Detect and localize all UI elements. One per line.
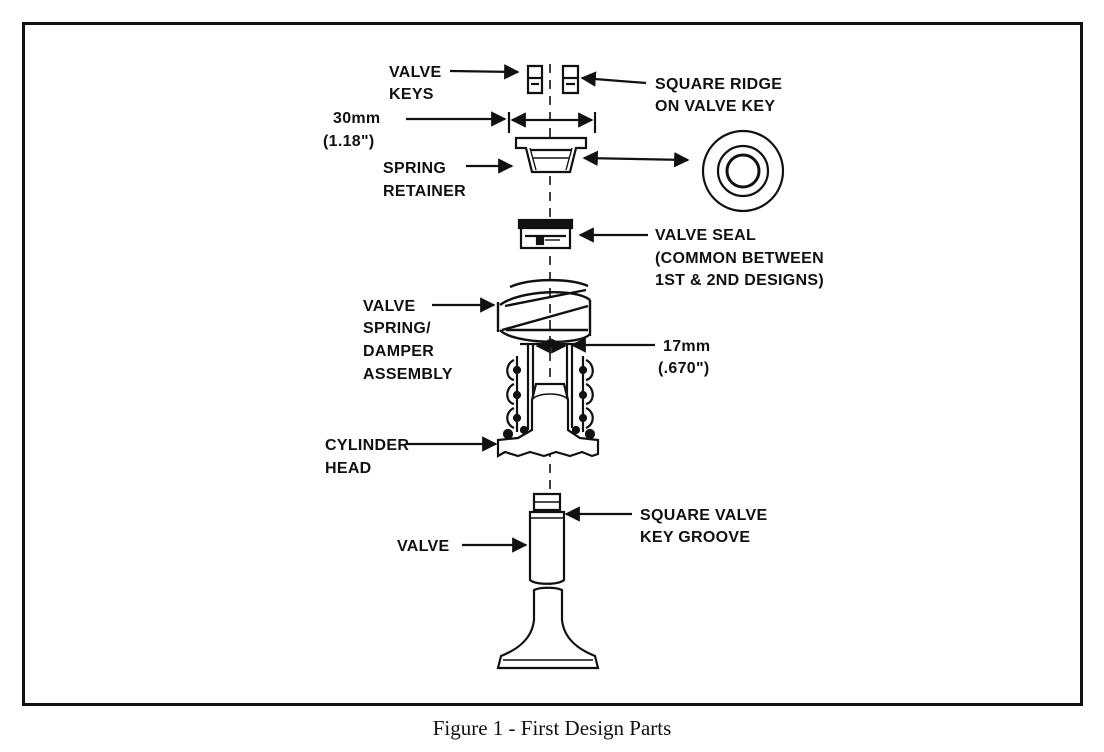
dim-30mm-label: 30mm bbox=[333, 110, 381, 127]
leader-valve-keys bbox=[449, 64, 520, 80]
valve-key-left-part bbox=[526, 64, 544, 95]
valve-seal-label-line3: 1ST & 2ND DESIGNS) bbox=[655, 272, 824, 289]
leader-retainer-topview bbox=[582, 150, 690, 168]
leader-square-ridge bbox=[580, 71, 647, 87]
valve-keys-label-line1: VALVE bbox=[389, 64, 442, 81]
valve-seal-part bbox=[517, 218, 574, 250]
square-groove-label-line1: SQUARE VALVE bbox=[640, 507, 768, 524]
valve-label: VALVE bbox=[397, 538, 450, 555]
cylinder-head-label-line2: HEAD bbox=[325, 460, 372, 477]
valve-spring-part bbox=[496, 278, 592, 344]
dim-30mm-inch-label: (1.18") bbox=[323, 133, 375, 150]
spring-retainer-label-line1: SPRING bbox=[383, 160, 447, 177]
figure-frame bbox=[22, 22, 1083, 706]
square-ridge-label-line1: SQUARE RIDGE bbox=[655, 76, 783, 93]
spring-retainer-part bbox=[514, 136, 588, 174]
spring-damper-label-line3: DAMPER bbox=[363, 343, 435, 360]
valve-keys-label-line2: KEYS bbox=[389, 86, 434, 103]
square-groove-label-line2: KEY GROOVE bbox=[640, 529, 751, 546]
cylinder-head-label-line1: CYLINDER bbox=[325, 437, 410, 454]
square-ridge-label-line2: ON VALVE KEY bbox=[655, 98, 776, 115]
valve-key-right-part bbox=[561, 64, 580, 95]
dim-17mm-label: 17mm bbox=[663, 338, 711, 355]
retainer-top-view bbox=[701, 129, 785, 213]
valve-stem-part bbox=[528, 492, 566, 585]
valve-head-part bbox=[496, 586, 600, 670]
spring-retainer-label-line2: RETAINER bbox=[383, 183, 466, 200]
dim-17mm-inch-label: (.670") bbox=[658, 360, 710, 377]
cylinder-head-part bbox=[496, 382, 600, 458]
figure-caption: Figure 1 - First Design Parts bbox=[432, 716, 672, 740]
valve-seal-label-line2: (COMMON BETWEEN bbox=[655, 250, 824, 267]
spring-damper-label-line1: VALVE bbox=[363, 298, 416, 315]
spring-damper-label-line4: ASSEMBLY bbox=[363, 366, 453, 383]
spring-damper-label-line2: SPRING/ bbox=[363, 320, 431, 337]
valve-seal-label-line1: VALVE SEAL bbox=[655, 227, 757, 244]
